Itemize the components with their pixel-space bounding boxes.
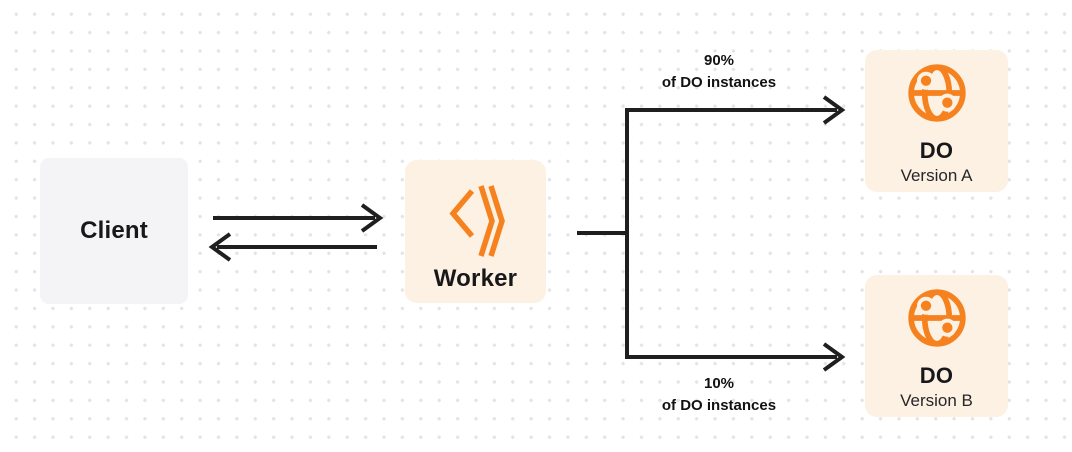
globe-icon — [907, 289, 966, 347]
arrow-to-version-b — [822, 342, 846, 372]
edge-label-version-b-caption: of DO instances — [661, 397, 777, 414]
worker-node: Worker — [405, 160, 546, 303]
do-version-b-title: DO — [919, 363, 954, 388]
edge-label-version-a-caption: of DO instances — [661, 74, 777, 91]
client-node: Client — [40, 158, 188, 304]
do-version-b-node: DO Version B — [865, 275, 1008, 417]
edge-label-version-a: 90% of DO instances — [609, 50, 829, 94]
edge-label-version-b-percent: 10% — [703, 375, 735, 392]
edge-label-version-b: 10% of DO instances — [609, 373, 829, 417]
do-version-b-subtitle: Version B — [900, 391, 973, 410]
do-version-a-subtitle: Version A — [900, 166, 973, 185]
client-label: Client — [80, 217, 148, 244]
do-version-a-title: DO — [919, 138, 954, 163]
arrow-worker-to-client — [208, 232, 377, 262]
workers-brackets-icon — [448, 185, 505, 257]
arrow-client-to-worker — [213, 203, 384, 233]
edge-label-version-a-percent: 90% — [703, 52, 735, 69]
branch-split-line — [625, 108, 837, 359]
arrow-to-version-a — [822, 95, 846, 125]
worker-label: Worker — [433, 265, 518, 292]
do-version-a-node: DO Version A — [865, 50, 1008, 192]
globe-icon — [907, 64, 966, 122]
